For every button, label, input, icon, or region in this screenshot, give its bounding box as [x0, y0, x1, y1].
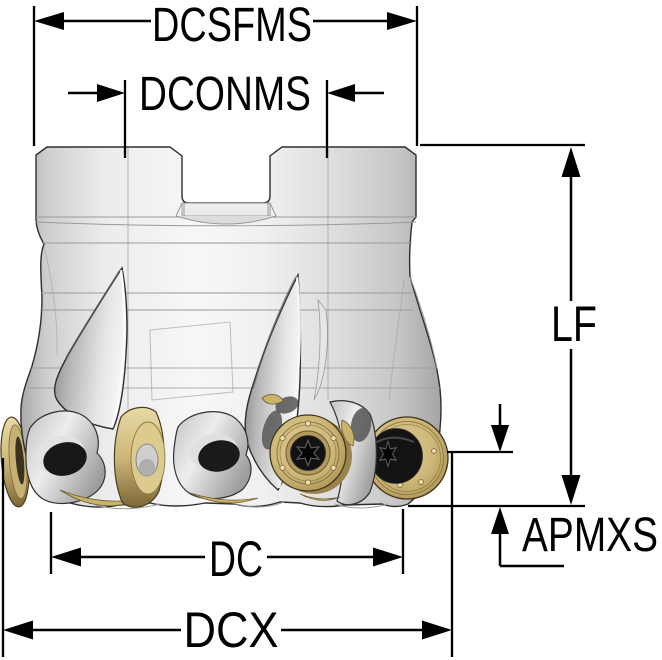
slot-floor — [181, 202, 271, 217]
arrowhead-right — [387, 12, 417, 30]
cutter-figure — [0, 146, 449, 510]
screw-hole-1 — [43, 442, 87, 476]
insert-center — [261, 394, 355, 501]
torx-star-right — [378, 439, 398, 469]
insert-pocket-1 — [25, 410, 106, 505]
dimension-dc: DC — [49, 509, 405, 587]
arrowhead-up — [491, 507, 509, 534]
dimension-dcsfms: DCSFMS — [32, 0, 419, 146]
arrowhead-up — [561, 147, 581, 177]
dimension-dcx: DCX — [1, 452, 454, 658]
insert-pocket-2 — [172, 411, 252, 500]
arrowhead-left — [51, 547, 81, 567]
label-lf: LF — [551, 296, 597, 352]
dimension-apmxs: APMXS — [447, 404, 658, 568]
arrowhead-down — [561, 475, 581, 505]
arrowhead-left — [97, 84, 125, 102]
arrowhead-left — [34, 12, 64, 30]
torx-star-center — [295, 438, 321, 468]
arrowhead-right — [327, 84, 355, 102]
insert-oblique — [113, 406, 166, 508]
screw-hole-2 — [198, 440, 240, 472]
gold-edge-glint-2 — [189, 492, 259, 504]
arrowhead-right — [422, 620, 452, 640]
label-dconms: DCONMS — [139, 68, 311, 121]
arrowhead-down — [491, 425, 509, 452]
dimension-lf: LF — [408, 143, 597, 508]
arrowhead-left — [3, 620, 33, 640]
label-dcx: DCX — [184, 602, 279, 658]
label-apmxs: APMXS — [522, 509, 658, 562]
insert-right — [365, 416, 449, 500]
label-dc: DC — [209, 531, 263, 587]
dimension-dconms: DCONMS — [68, 68, 384, 158]
arrowhead-right — [373, 547, 403, 567]
label-dcsfms: DCSFMS — [152, 0, 312, 52]
